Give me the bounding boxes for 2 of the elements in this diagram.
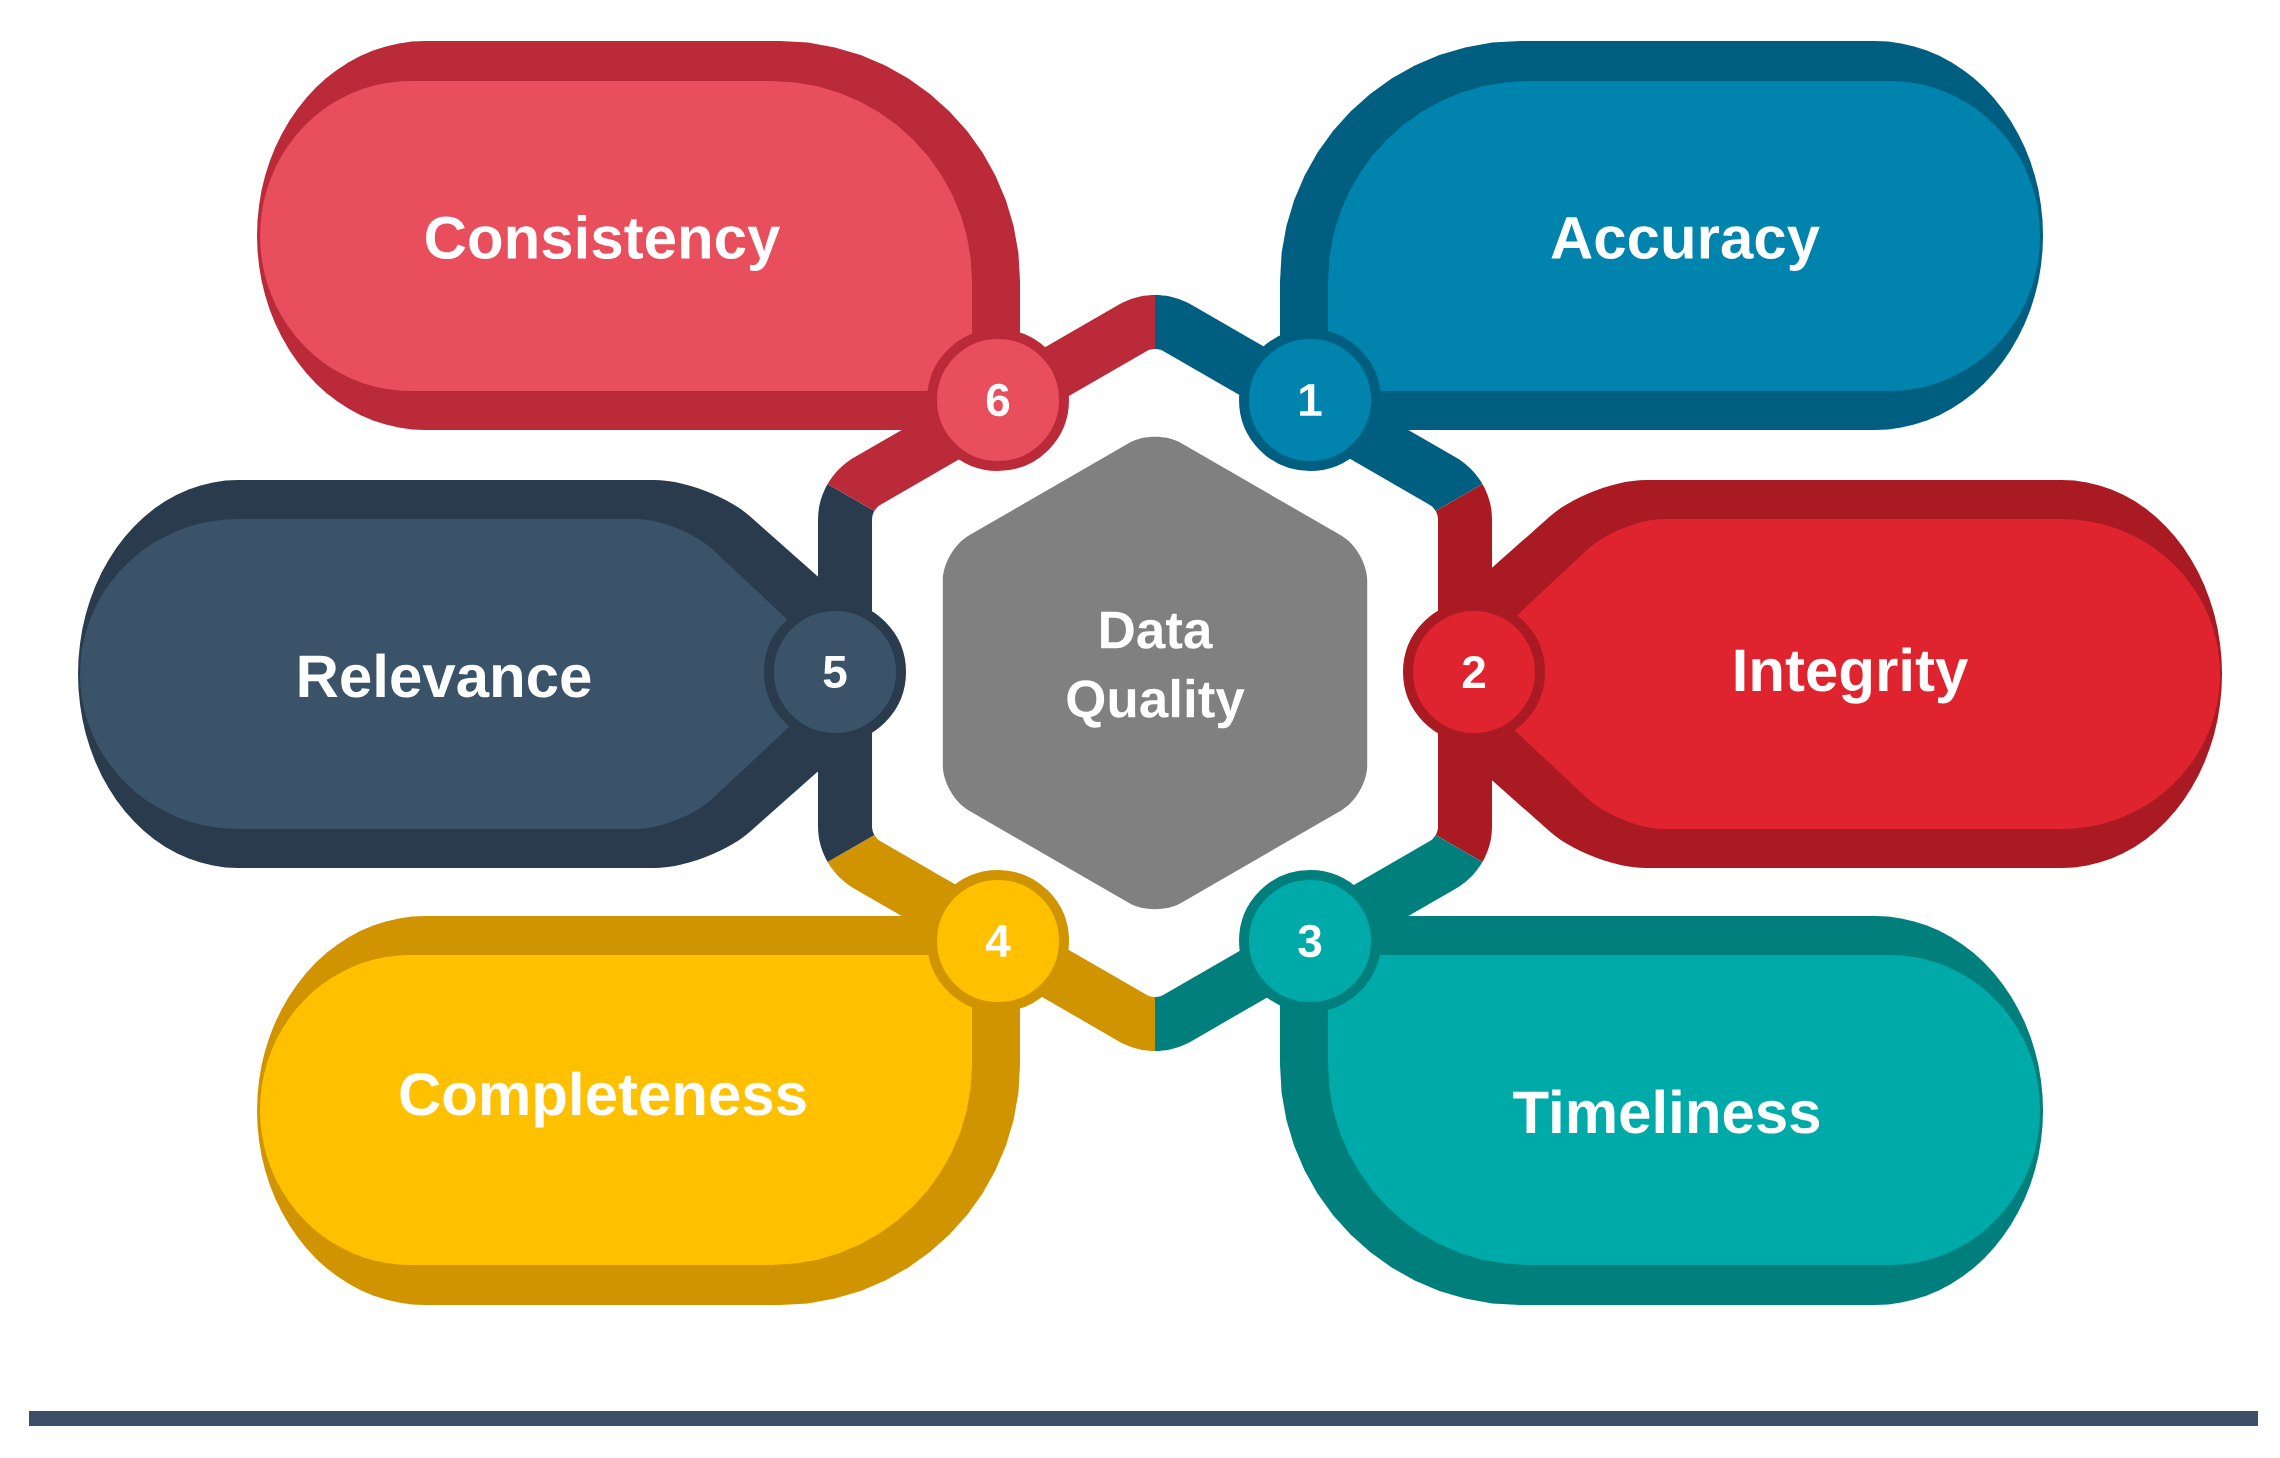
divider-bar	[29, 1411, 2258, 1426]
center-hexagon: Data Quality	[942, 436, 1368, 910]
